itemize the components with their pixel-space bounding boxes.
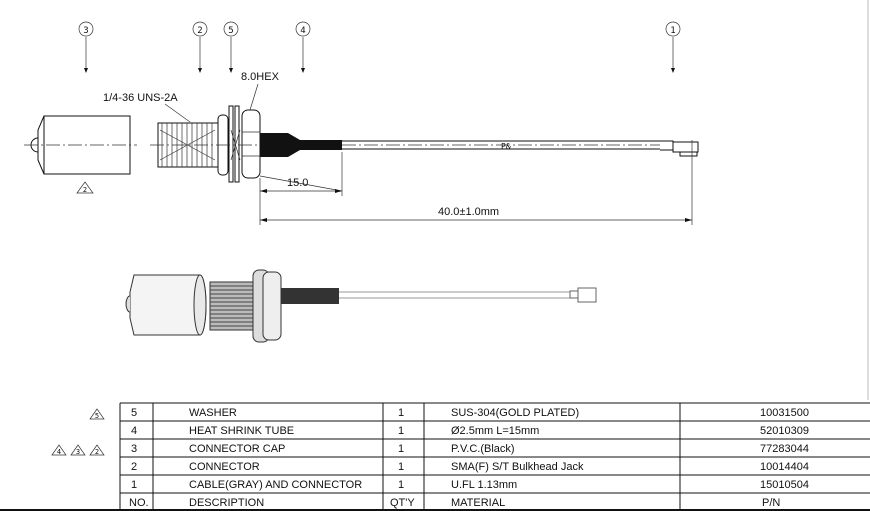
svg-text:QT'Y: QT'Y	[390, 497, 415, 509]
svg-text:10014404: 10014404	[760, 461, 809, 473]
table-header-row: NO. DESCRIPTION QT'Y MATERIAL P/N	[129, 497, 780, 509]
svg-text:4: 4	[57, 448, 61, 456]
revision-triangle-icon	[89, 444, 105, 456]
svg-text:1: 1	[398, 407, 404, 419]
bom-table: 5 4 3 2 5 WASHER 1 SUS-304(GOLD PLATED) …	[0, 402, 870, 511]
revision-triangle-icon	[51, 444, 67, 456]
svg-text:U.FL 1.13mm: U.FL 1.13mm	[451, 479, 517, 491]
svg-text:1: 1	[398, 479, 404, 491]
svg-text:Ø2.5mm L=15mm: Ø2.5mm L=15mm	[451, 425, 539, 437]
table-row: 4 HEAT SHRINK TUBE 1 Ø2.5mm L=15mm 52010…	[131, 425, 809, 437]
table-row: 1 CABLE(GRAY) AND CONNECTOR 1 U.FL 1.13m…	[131, 479, 809, 491]
revision-triangle-icon	[70, 444, 86, 456]
cable-assembly-drawing: P&	[260, 133, 699, 157]
svg-text:1: 1	[398, 461, 404, 473]
hex-leader	[249, 83, 259, 111]
revision-marks-row-5: 5	[89, 408, 105, 420]
svg-text:2: 2	[83, 186, 87, 194]
callout-1: 1	[665, 21, 681, 73]
svg-text:CONNECTOR CAP: CONNECTOR CAP	[189, 443, 285, 455]
svg-text:SMA(F) S/T Bulkhead Jack: SMA(F) S/T Bulkhead Jack	[451, 461, 584, 473]
svg-text:2: 2	[95, 448, 99, 456]
svg-text:1: 1	[398, 425, 404, 437]
callout-3: 3	[78, 21, 94, 73]
hex-size-label: 8.0HEX	[241, 71, 280, 83]
svg-text:10031500: 10031500	[760, 407, 809, 419]
svg-text:3: 3	[76, 448, 80, 456]
thread-leader	[164, 103, 191, 123]
svg-text:4: 4	[131, 425, 137, 437]
svg-text:MATERIAL: MATERIAL	[451, 497, 505, 509]
svg-text:5: 5	[95, 412, 99, 420]
svg-text:15.0: 15.0	[287, 177, 308, 189]
svg-text:77283044: 77283044	[760, 443, 809, 455]
svg-text:2: 2	[197, 26, 202, 36]
svg-text:4: 4	[300, 26, 305, 36]
table-row: 2 CONNECTOR 1 SMA(F) S/T Bulkhead Jack 1…	[131, 461, 809, 473]
svg-text:CONNECTOR: CONNECTOR	[189, 461, 260, 473]
callout-2: 2	[192, 21, 208, 73]
svg-text:5: 5	[131, 407, 137, 419]
svg-text:P/N: P/N	[762, 497, 780, 509]
assembly-render	[125, 269, 597, 343]
svg-text:15010504: 15010504	[760, 479, 809, 491]
svg-text:DESCRIPTION: DESCRIPTION	[189, 497, 264, 509]
svg-text:CABLE(GRAY) AND CONNECTOR: CABLE(GRAY) AND CONNECTOR	[189, 479, 362, 491]
svg-text:P.V.C.(Black): P.V.C.(Black)	[451, 443, 515, 455]
svg-text:3: 3	[131, 443, 137, 455]
dimension-15: 15.0	[259, 152, 343, 196]
svg-text:1: 1	[670, 26, 675, 36]
callout-4: 4	[295, 21, 311, 73]
svg-text:1: 1	[398, 443, 404, 455]
table-row: 5 WASHER 1 SUS-304(GOLD PLATED) 10031500	[131, 407, 809, 419]
svg-text:1: 1	[131, 479, 137, 491]
connector-cap-drawing: 2	[24, 115, 137, 194]
thread-spec-label: 1/4-36 UNS-2A	[103, 92, 178, 104]
svg-text:5: 5	[228, 26, 233, 36]
svg-text:52010309: 52010309	[760, 425, 809, 437]
table-row: 3 CONNECTOR CAP 1 P.V.C.(Black) 77283044	[131, 443, 809, 455]
dimension-40: 40.0±1.0mm	[259, 140, 693, 225]
sma-connector-drawing	[150, 105, 262, 183]
svg-text:WASHER: WASHER	[189, 407, 237, 419]
svg-text:SUS-304(GOLD PLATED): SUS-304(GOLD PLATED)	[451, 407, 579, 419]
svg-text:40.0±1.0mm: 40.0±1.0mm	[438, 206, 499, 218]
svg-text:HEAT SHRINK TUBE: HEAT SHRINK TUBE	[189, 425, 294, 437]
svg-text:NO.: NO.	[129, 497, 149, 509]
revision-triangle-icon	[89, 408, 105, 420]
callout-5: 5	[223, 21, 239, 73]
revision-marks-row-3: 4 3 2	[51, 444, 105, 456]
svg-text:2: 2	[131, 461, 137, 473]
svg-text:3: 3	[83, 26, 88, 36]
cable-mark: P&	[501, 142, 511, 151]
revision-triangle-icon	[76, 181, 94, 194]
